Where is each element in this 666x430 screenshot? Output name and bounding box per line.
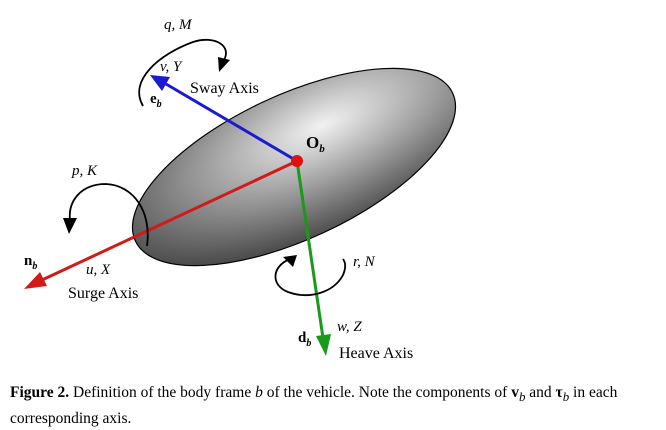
origin-label: Ob — [306, 133, 325, 155]
heave-vector-label: db — [298, 330, 311, 349]
sway-axis-arrowhead — [150, 75, 170, 91]
roll-moment-label: p, K — [71, 163, 98, 179]
surge-axis-arrowhead — [24, 272, 47, 289]
caption-tau-symbol: τ — [555, 384, 563, 401]
caption-label: Figure 2. — [10, 384, 70, 401]
sway-axis-line — [165, 82, 298, 163]
heave-axis-arrowhead — [316, 334, 331, 356]
caption-frame-symbol: b — [255, 384, 263, 401]
roll-moment-arrowhead — [63, 218, 77, 234]
caption-velocity-symbol: v — [511, 384, 519, 401]
heave-axis-line — [295, 160, 325, 339]
pitch-moment-arrowhead — [218, 57, 230, 72]
sway-vector-label: eb — [150, 91, 162, 110]
caption-velocity-subscript: b — [518, 389, 526, 405]
heave-axis-label: Heave Axis — [339, 345, 413, 362]
pitch-moment-label: q, M — [164, 17, 193, 33]
caption-text: and — [525, 384, 556, 401]
caption-text: Definition of the body frame — [69, 384, 256, 401]
yaw-moment-label: r, N — [353, 254, 376, 270]
surge-axis-line — [41, 159, 298, 282]
origin-point — [291, 155, 303, 167]
caption-tau-subscript: b — [562, 389, 570, 405]
yaw-moment-arrow — [274, 258, 347, 296]
vehicle-body — [131, 67, 457, 267]
heave-force-label: w, Z — [337, 319, 362, 335]
figure-caption: Figure 2. Definition of the body frame b… — [10, 382, 662, 430]
surge-axis-label: Surge Axis — [68, 285, 138, 302]
sway-force-label: v, Y — [160, 59, 183, 75]
caption-text: of the vehicle. Note the components of — [262, 384, 512, 401]
yaw-moment-arrowhead — [283, 255, 297, 267]
surge-vector-label: nb — [24, 253, 37, 272]
body-frame-diagram: Ob q, M v, Y Sway Axis eb p, K nb u, X S… — [24, 17, 457, 362]
surge-force-label: u, X — [86, 262, 111, 278]
roll-moment-arrow — [68, 183, 149, 247]
sway-axis-label: Sway Axis — [190, 80, 259, 97]
pitch-moment-arrow — [138, 38, 227, 107]
